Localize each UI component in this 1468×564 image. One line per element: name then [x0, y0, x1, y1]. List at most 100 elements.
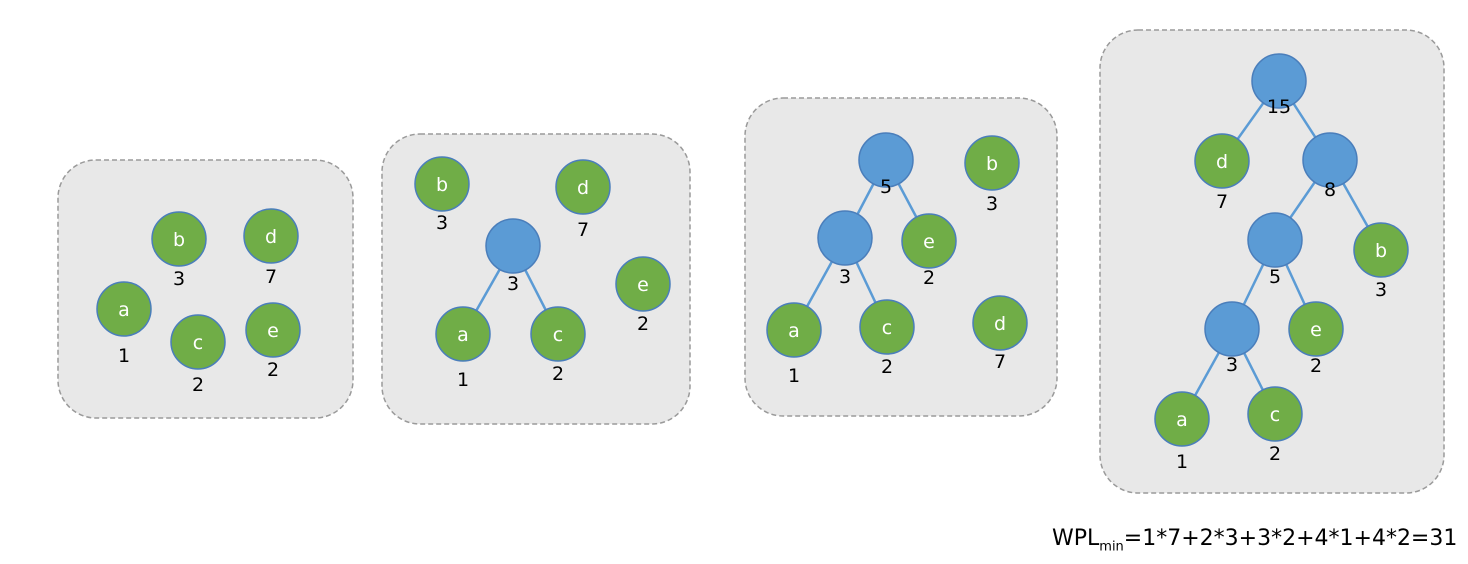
node-weight: 2 [1269, 443, 1281, 465]
tree-node-e: e2 [901, 213, 957, 289]
tree-node-b: b3 [414, 156, 470, 234]
tree-node-e: e2 [1288, 301, 1344, 377]
internal-node-circle [1247, 212, 1303, 268]
tree-node-a: a1 [435, 306, 491, 391]
node-letter: b [1375, 240, 1387, 262]
node-weight: 15 [1267, 96, 1291, 118]
node-weight: 5 [880, 176, 892, 198]
wpl-label: WPL [1052, 526, 1100, 551]
node-letter: c [193, 332, 203, 354]
tree-node-c: c2 [1247, 386, 1303, 465]
node-letter: d [265, 226, 277, 248]
leaf-node-circle [245, 302, 301, 358]
node-letter: b [986, 153, 998, 175]
internal-node-circle [1204, 301, 1260, 357]
node-letter: e [267, 320, 279, 342]
tree-node-c: c2 [530, 306, 586, 385]
internal-node-circle [485, 218, 541, 274]
tree-node-d: d7 [243, 208, 299, 288]
node-letter: c [553, 324, 563, 346]
node-weight: 7 [265, 266, 277, 288]
node-weight: 5 [1269, 266, 1281, 288]
node-letter: c [1270, 404, 1280, 426]
node-weight: 1 [457, 369, 469, 391]
node-weight: 3 [1226, 354, 1238, 376]
internal-node-circle [817, 210, 873, 266]
leaf-node-circle [1154, 391, 1210, 447]
leaf-node-circle [243, 208, 299, 264]
leaf-node-circle [964, 135, 1020, 191]
internal-node-circle [1251, 53, 1307, 109]
leaf-node-circle [414, 156, 470, 212]
tree-node-b: b3 [1353, 222, 1409, 301]
node-weight: 1 [1176, 451, 1188, 473]
node-letter: d [1216, 151, 1228, 173]
leaf-node-circle [901, 213, 957, 269]
tree-node-n5: 5 [858, 132, 914, 198]
node-weight: 2 [1310, 355, 1322, 377]
tree-node-a: a1 [766, 302, 822, 387]
node-letter: c [882, 317, 892, 339]
tree-node-e: e2 [245, 302, 301, 381]
node-weight: 7 [994, 351, 1006, 373]
leaf-node-circle [972, 295, 1028, 351]
node-letter: e [923, 231, 935, 253]
tree-node-d: d7 [972, 295, 1028, 373]
tree-node-n15: 15 [1251, 53, 1307, 118]
node-weight: 3 [436, 212, 448, 234]
node-weight: 3 [1375, 279, 1387, 301]
internal-node-circle [1302, 132, 1358, 188]
node-letter: e [637, 274, 649, 296]
leaf-node-circle [530, 306, 586, 362]
leaf-node-circle [435, 306, 491, 362]
node-weight: 1 [788, 365, 800, 387]
leaf-node-circle [1353, 222, 1409, 278]
node-letter: d [577, 177, 589, 199]
node-weight: 7 [1216, 191, 1228, 213]
node-letter: a [788, 320, 800, 342]
tree-node-n3: 3 [1204, 301, 1260, 376]
node-weight: 2 [923, 267, 935, 289]
leaf-node-circle [859, 299, 915, 355]
leaf-node-circle [1194, 133, 1250, 189]
tree-node-n5: 5 [1247, 212, 1303, 288]
node-weight: 3 [507, 273, 519, 295]
leaf-node-circle [766, 302, 822, 358]
wpl-formula: WPLmin=1*7+2*3+3*2+4*1+4*2=31 [1052, 526, 1457, 554]
tree-node-n3: 3 [485, 218, 541, 295]
node-weight: 2 [637, 313, 649, 335]
node-weight: 3 [839, 266, 851, 288]
internal-node-circle [858, 132, 914, 188]
node-weight: 2 [192, 374, 204, 396]
leaf-node-circle [615, 256, 671, 312]
node-weight: 7 [577, 219, 589, 241]
node-weight: 2 [881, 356, 893, 378]
node-weight: 3 [986, 193, 998, 215]
tree-node-c: c2 [170, 314, 226, 396]
node-weight: 1 [118, 345, 130, 367]
node-letter: b [173, 229, 185, 251]
node-weight: 8 [1324, 179, 1336, 201]
node-letter: b [436, 174, 448, 196]
node-letter: a [457, 324, 469, 346]
tree-node-b: b3 [964, 135, 1020, 215]
node-letter: e [1310, 319, 1322, 341]
node-letter: d [994, 313, 1006, 335]
leaf-node-circle [555, 159, 611, 215]
leaf-node-circle [1288, 301, 1344, 357]
node-letter: a [118, 299, 130, 321]
tree-node-a: a1 [96, 281, 152, 367]
tree-node-e: e2 [615, 256, 671, 335]
tree-node-c: c2 [859, 299, 915, 378]
tree-node-a: a1 [1154, 391, 1210, 473]
node-weight: 2 [552, 363, 564, 385]
tree-node-d: d7 [555, 159, 611, 241]
tree-node-d: d7 [1194, 133, 1250, 213]
node-weight: 2 [267, 359, 279, 381]
leaf-node-circle [1247, 386, 1303, 442]
